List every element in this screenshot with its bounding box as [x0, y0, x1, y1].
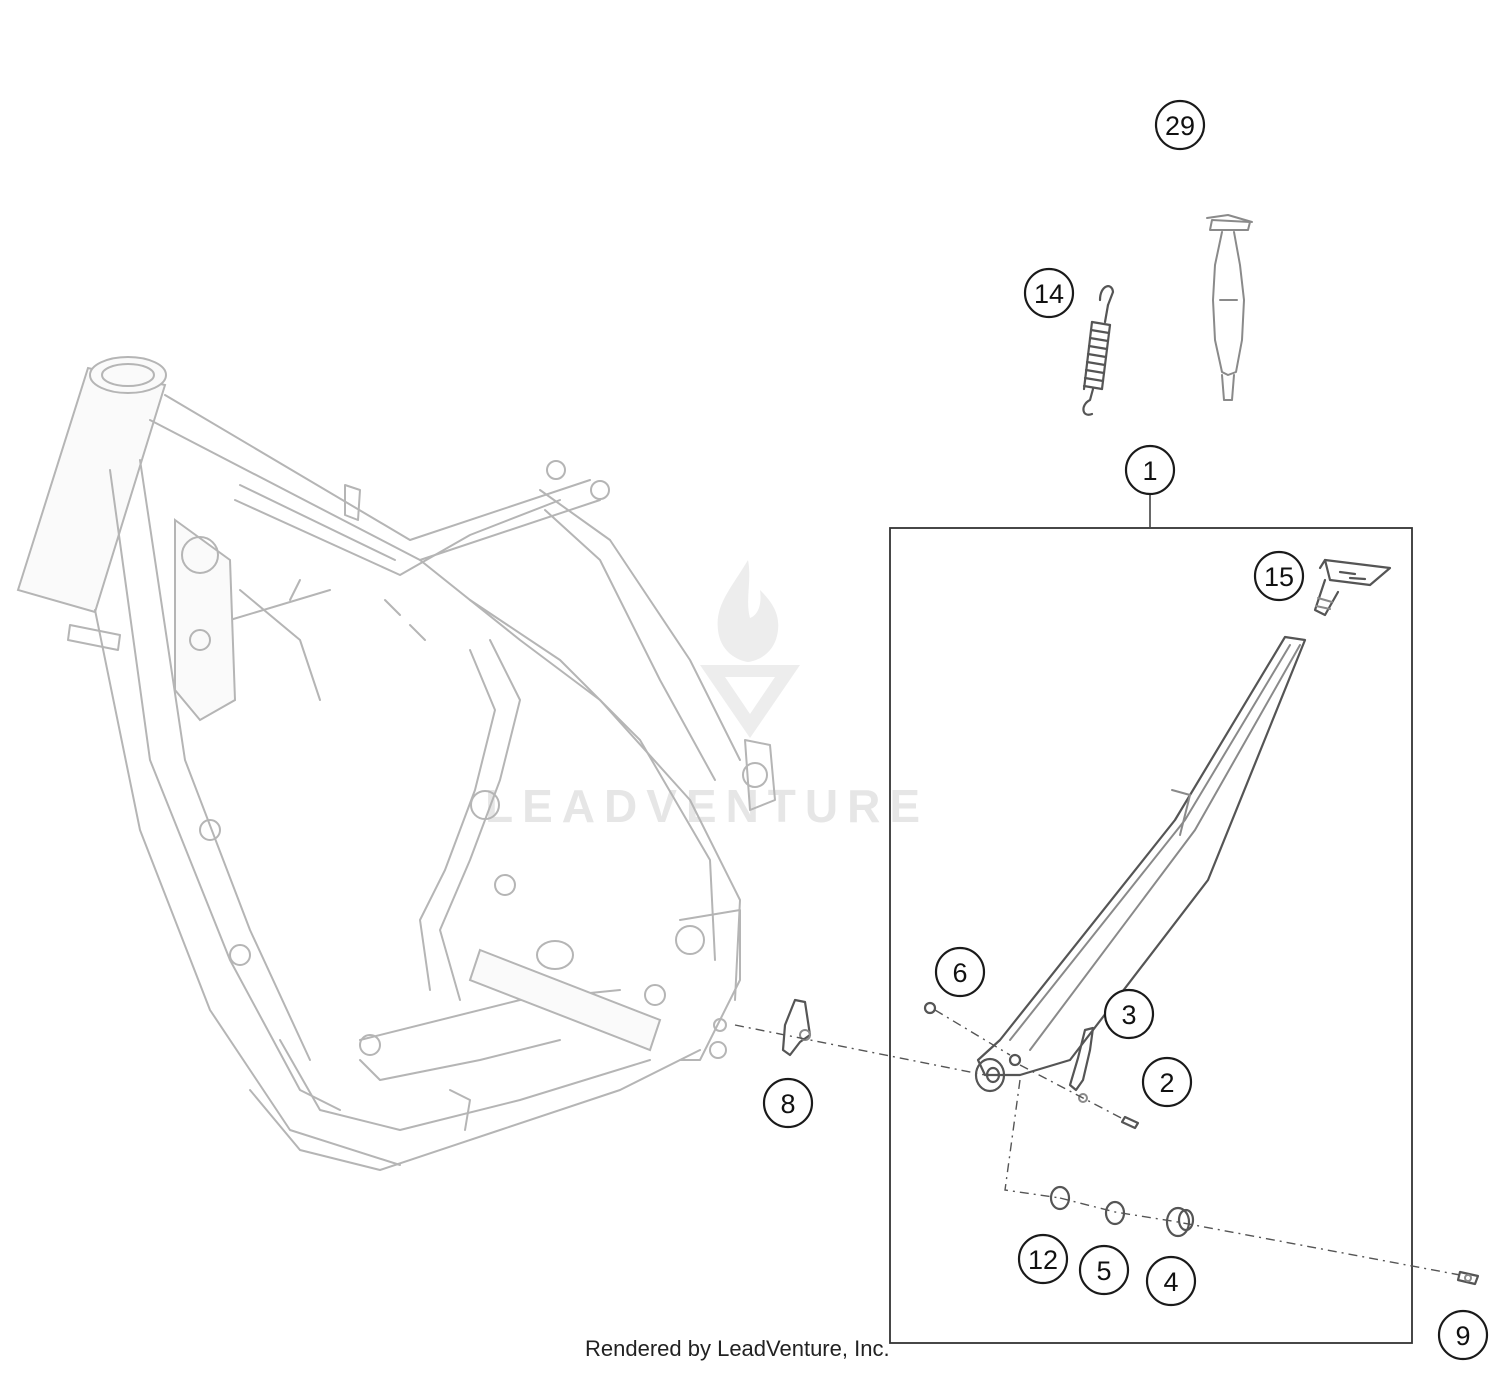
callout-8: 8 [762, 1077, 814, 1129]
callout-2: 2 [1141, 1056, 1193, 1108]
part-2-screw [1078, 1093, 1140, 1130]
part-14-spring [1082, 285, 1115, 416]
part-8-bracket [781, 998, 812, 1057]
svg-text:2: 2 [1159, 1068, 1174, 1098]
watermark-v-mark [700, 665, 800, 738]
svg-text:15: 15 [1264, 562, 1294, 592]
svg-text:1: 1 [1142, 456, 1157, 486]
svg-text:6: 6 [952, 958, 967, 988]
svg-text:8: 8 [780, 1089, 795, 1119]
svg-text:14: 14 [1034, 279, 1064, 309]
part-12-washer [1049, 1185, 1071, 1211]
callout-29: 29 [1154, 99, 1206, 151]
motorcycle-frame [16, 356, 776, 1171]
callout-5: 5 [1078, 1244, 1130, 1296]
kit-box-part-1 [889, 527, 1413, 1344]
part-9-bolt [1456, 1270, 1480, 1286]
part-6-screw [923, 1001, 937, 1015]
callout-9: 9 [1437, 1309, 1489, 1361]
part-3-bracket [1068, 1026, 1095, 1092]
side-stand-leg [974, 635, 1307, 1093]
watermark-text: LEADVENTURE [485, 780, 929, 832]
svg-text:12: 12 [1028, 1245, 1058, 1275]
part-15-rubber-pad [1313, 558, 1392, 617]
callout-4: 4 [1145, 1255, 1197, 1307]
callout-6: 6 [934, 946, 986, 998]
watermark-flame-icon [717, 560, 779, 662]
callout-14: 14 [1023, 267, 1075, 319]
part-4-bushing [1165, 1206, 1195, 1238]
svg-text:9: 9 [1455, 1321, 1470, 1351]
callout-15: 15 [1253, 550, 1305, 602]
render-credit: Rendered by LeadVenture, Inc. [585, 1336, 890, 1361]
svg-text:5: 5 [1096, 1256, 1111, 1286]
callout-3: 3 [1103, 988, 1155, 1040]
svg-text:29: 29 [1165, 111, 1195, 141]
svg-text:3: 3 [1121, 1000, 1136, 1030]
callout-1: 1 [1124, 444, 1176, 496]
svg-text:4: 4 [1163, 1267, 1178, 1297]
assembly-lines [734, 1009, 1461, 1276]
callout-12: 12 [1017, 1233, 1069, 1285]
part-29-tool [1206, 214, 1253, 401]
